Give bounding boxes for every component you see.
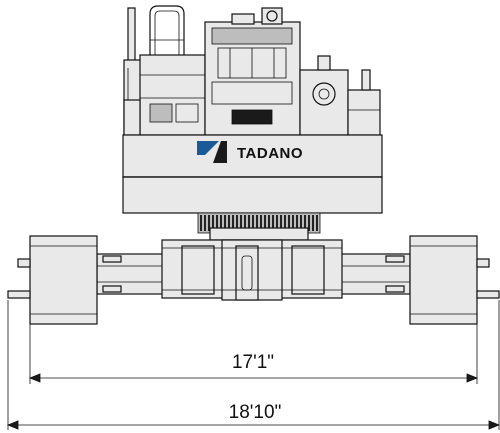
gear-tooth [256, 215, 258, 231]
gear-tooth [240, 215, 242, 231]
gear-tooth [300, 215, 302, 231]
brand-name: TADANO [237, 145, 303, 162]
gear-tooth [308, 215, 310, 231]
counterweight-housing: TADANO [122, 134, 383, 214]
gear-tooth [236, 215, 238, 231]
gear-tooth [264, 215, 266, 231]
gear-tooth [244, 215, 246, 231]
carrier-frame [96, 239, 411, 301]
gear-tooth [252, 215, 254, 231]
gear-tooth [208, 215, 210, 231]
gear-tooth [280, 215, 282, 231]
gear-tooth [292, 215, 294, 231]
gear-tooth [272, 215, 274, 231]
outrigger-left [7, 235, 98, 325]
gear-tooth [248, 215, 250, 231]
inner-width-label: 17'1" [232, 352, 274, 373]
dimension-inner: 17'1" [28, 324, 479, 384]
gear-tooth [260, 215, 262, 231]
dimension-outer: 18'10" [6, 300, 500, 430]
gear-tooth [228, 215, 230, 231]
gear-tooth [312, 215, 314, 231]
outer-width-label: 18'10" [229, 402, 282, 423]
gear-tooth [288, 215, 290, 231]
gear-tooth [304, 215, 306, 231]
gear-tooth [220, 215, 222, 231]
gear-tooth [276, 215, 278, 231]
gear-tooth [296, 215, 298, 231]
tadano-logo-mark [197, 141, 227, 163]
gear-tooth [224, 215, 226, 231]
gear-tooth [204, 215, 206, 231]
gear-tooth [284, 215, 286, 231]
upper-machinery [123, 5, 381, 136]
gear-tooth [200, 215, 202, 231]
gear-tooth [316, 215, 318, 231]
slewing-gear [197, 212, 321, 241]
gear-tooth [212, 215, 214, 231]
outrigger-right [409, 235, 500, 325]
gear-tooth [268, 215, 270, 231]
handrail [149, 5, 185, 95]
gear-tooth [216, 215, 218, 231]
gear-tooth [232, 215, 234, 231]
